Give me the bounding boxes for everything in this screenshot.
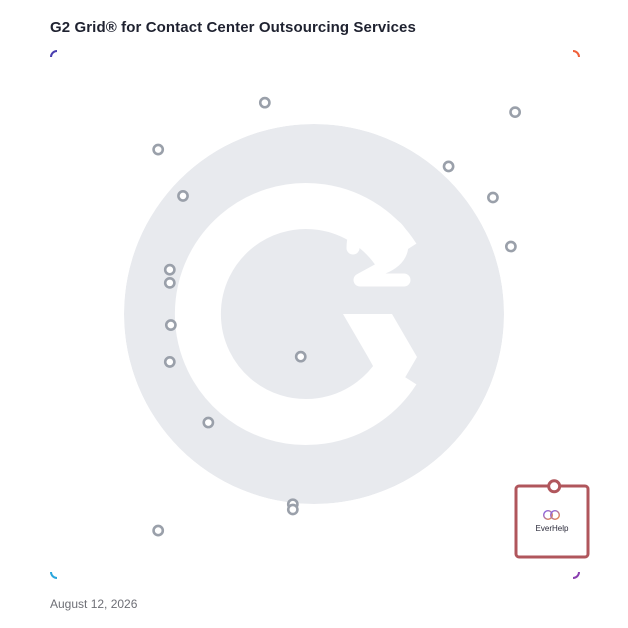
data-point-16[interactable] [152,524,165,537]
data-point-2[interactable] [152,143,165,156]
frame-corner-top-left [50,50,58,58]
data-point-3[interactable] [177,190,189,202]
data-points [152,96,522,537]
frame-corner-top-right [572,50,580,58]
data-point-12[interactable] [294,350,307,363]
everhelp-logo-icon [543,510,561,521]
data-point-11[interactable] [163,356,176,368]
data-point-1[interactable] [258,96,271,109]
data-point-7[interactable] [504,240,517,253]
frame-corner-bottom-right [572,571,580,579]
everhelp-point [547,479,562,494]
frame-corner-bottom-left [50,571,58,579]
data-point-4[interactable] [442,160,455,173]
report-date: August 12, 2026 [50,597,138,611]
grid-frame [50,50,580,579]
everhelp-card [514,484,590,559]
data-point-8[interactable] [163,263,176,276]
data-point-5[interactable] [487,191,499,204]
everhelp-label: EverHelp [536,524,569,533]
page-title: G2 Grid® for Contact Center Outsourcing … [50,19,416,36]
data-point-15[interactable] [286,503,299,516]
data-point-10[interactable] [164,319,177,331]
highlighted-vendor[interactable]: EverHelp [514,479,590,559]
data-point-13[interactable] [202,416,215,429]
data-point-6[interactable] [509,106,522,119]
data-point-9[interactable] [163,276,176,289]
